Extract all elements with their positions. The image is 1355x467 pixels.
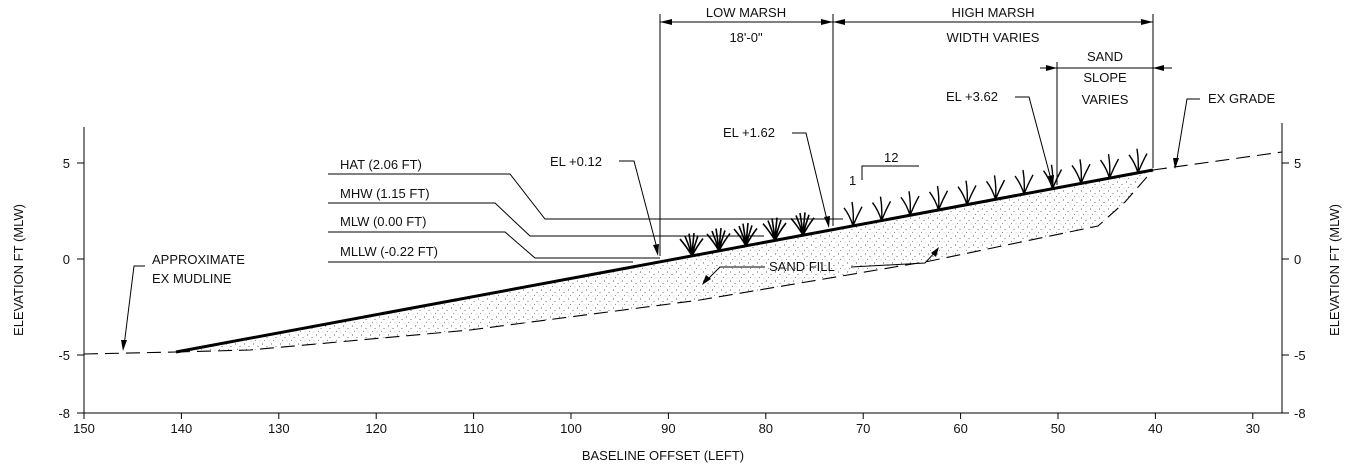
el-mid-arrowhead [824,216,830,228]
low-marsh-arrow-left [660,19,672,25]
hat-line [328,173,843,220]
y-tick-label-right: 5 [1294,156,1301,171]
low-marsh-width: 18'-0" [729,30,763,45]
y-tick-label-left: 0 [63,252,70,267]
x-tick-label: 150 [73,421,95,436]
water-levels: HAT (2.06 FT) MHW (1.15 FT) MLW (0.00 FT… [328,157,843,263]
sand-fill-arrow-left [702,275,711,285]
sand-slope-arrow-right [1153,65,1164,71]
y-tick-label-left: -5 [58,348,70,363]
mlw-label: MLW (0.00 FT) [340,214,426,229]
x-tick-label: 140 [171,421,193,436]
sand-slope-arrow-left [1046,65,1057,71]
dense-grass-tuft [706,227,731,252]
sparse-grass-tuft [1071,159,1091,184]
high-marsh-arrow-left [833,19,845,25]
sparse-grass-tuft [928,185,949,211]
y-tick-label-left: -8 [58,406,70,421]
sparse-grass-tuft [1099,153,1120,179]
sparse-grass-tuft [1014,169,1034,195]
dense-grass-tuft [679,232,704,257]
x-tick-label: 100 [560,421,582,436]
mudline-leader [123,265,145,347]
x-tick-label: 110 [463,421,484,436]
x-tick-label: 50 [1051,421,1065,436]
mudline-label-1: APPROXIMATE [152,252,245,267]
sparse-grass-tuft [1128,148,1148,174]
x-tick-label: 60 [953,421,967,436]
low-marsh-title: LOW MARSH [706,5,786,20]
ex-grade-leader [1175,98,1200,166]
el-low-label: EL +0.12 [550,154,602,169]
sand-slope-line1: SAND [1087,49,1123,64]
sparse-grass-tuft [1042,164,1063,189]
left-axis-label: ELEVATION FT (MLW) [11,204,26,336]
sand-fill-leader-left [704,266,765,283]
low-marsh-vegetation [679,212,815,257]
low-marsh-arrow-right [821,19,833,25]
slope-indicator: 1 12 [849,150,919,188]
y-tick-label-right: -8 [1294,406,1306,421]
high-marsh-title: HIGH MARSH [951,5,1034,20]
marsh-dimensions: LOW MARSH 18'-0" HIGH MARSH WIDTH VARIES [659,5,1154,256]
x-tick-label: 40 [1148,421,1162,436]
mudline-label-2: EX MUDLINE [152,271,232,286]
bottom-axis-label: BASELINE OFFSET (LEFT) [582,448,744,463]
slope-rise-label: 1 [849,173,856,188]
el-mid-leader [792,132,829,225]
high-marsh-vegetation [843,148,1148,227]
high-marsh-arrow-right [1141,19,1153,25]
el-low-leader [619,160,659,253]
el-high-leader [1015,96,1053,184]
x-tick-label: 90 [661,421,675,436]
mhw-label: MHW (1.15 FT) [340,186,430,201]
sand-slope-line2: SLOPE [1083,70,1127,85]
ex-grade-line [1152,151,1283,171]
right-axis-label: ELEVATION FT (MLW) [1327,204,1342,336]
y-tick-label-left: 5 [63,156,70,171]
high-marsh-width: WIDTH VARIES [947,30,1040,45]
sand-fill-arrow-right [931,247,939,257]
slope-triangle [861,165,919,180]
sparse-grass-tuft [871,196,892,221]
y-tick-label-right: 0 [1294,252,1301,267]
dense-grass-tuft [733,222,758,247]
sand-fill-label: SAND FILL [769,259,835,274]
finished-grade-line [175,168,1154,354]
sparse-grass-tuft [985,175,1006,200]
sparse-grass-tuft [900,191,920,216]
ex-grade-arrowhead [1173,158,1179,169]
sparse-grass-tuft [957,180,977,205]
existing-grade-line [175,169,1154,353]
mllw-label: MLLW (-0.22 FT) [340,244,438,259]
mlw-line [328,231,660,259]
x-tick-label: 80 [759,421,773,436]
x-tick-label: 130 [268,421,290,436]
dense-grass-tuft [790,212,815,236]
ex-mudline-line [83,351,177,355]
hat-label: HAT (2.06 FT) [340,157,422,172]
x-tick-label: 120 [365,421,387,436]
ex-grade-label: EX GRADE [1208,91,1276,106]
slope-run-label: 12 [884,150,898,165]
sparse-grass-tuft [843,201,863,227]
dense-grass-tuft [762,217,787,241]
el-high-label: EL +3.62 [946,89,998,104]
mhw-line [328,202,764,237]
x-tick-label: 70 [856,421,870,436]
mudline-arrowhead [121,340,127,351]
el-mid-label: EL +1.62 [723,125,775,140]
sand-slope-line3: VARIES [1082,92,1129,107]
x-tick-marks: 150 140 130 120 110 100 90 80 70 60 50 40 30 [73,413,1260,436]
sand-slope-dimension: SAND SLOPE VARIES [1040,49,1172,185]
elevation-callouts: EL +0.12 EL +1.62 EL +3.62 EX GRADE APPR… [121,89,1276,351]
y-tick-label-right: -5 [1294,348,1306,363]
x-tick-label: 30 [1246,421,1260,436]
el-low-arrowhead [653,244,659,256]
y-tick-marks: 5 0 -5 -8 5 0 -5 -8 [58,156,1305,421]
